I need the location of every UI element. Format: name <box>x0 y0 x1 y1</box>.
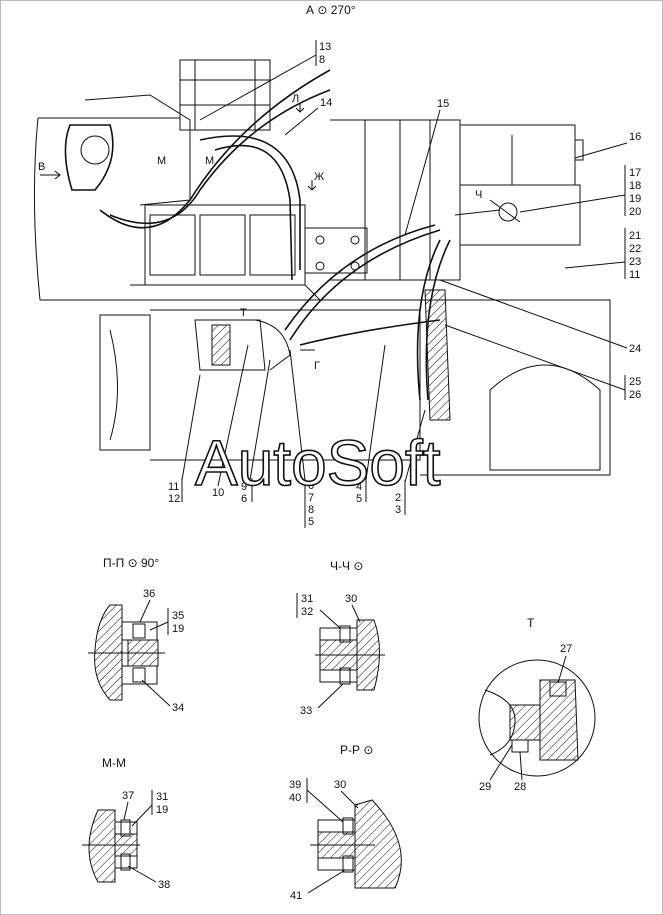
section-chch-label-33: 33 <box>300 705 312 717</box>
section-t-label-27: 27 <box>560 643 572 655</box>
radiator-block <box>330 119 461 281</box>
section-rr <box>310 799 402 889</box>
section-pp-label-19: 19 <box>172 623 184 635</box>
callout-8-stack: 8 <box>308 504 314 516</box>
section-t-label-28: 28 <box>514 781 526 793</box>
callout-26: 26 <box>629 389 641 401</box>
pump-assembly <box>64 124 114 191</box>
callout-2: 2 <box>395 492 401 504</box>
callout-6-stack: 6 <box>308 480 314 492</box>
view-letter-g: Г <box>314 360 320 372</box>
watermark: AutoSoft <box>195 427 441 499</box>
hose-24 <box>289 229 441 341</box>
hose-13 <box>99 69 331 229</box>
section-chch-label-31: 31 <box>301 593 313 605</box>
callout-17: 17 <box>629 167 641 179</box>
section-pp-label-34: 34 <box>172 702 184 714</box>
view-letter-zh: Ж <box>314 171 324 183</box>
tower <box>179 59 271 131</box>
callout-8: 8 <box>319 54 325 66</box>
callout-7-stack: 7 <box>308 492 314 504</box>
callout-13: 13 <box>319 41 331 53</box>
callout-18: 18 <box>629 180 641 192</box>
callout-22: 22 <box>629 243 641 255</box>
callout-14: 14 <box>320 97 332 109</box>
callout-20: 20 <box>629 206 641 218</box>
section-rr-label-30: 30 <box>334 779 346 791</box>
callout-19: 19 <box>629 193 641 205</box>
view-title: А ⊙ 270° <box>306 3 356 17</box>
engine-block <box>144 204 306 286</box>
section-pp-label-35: 35 <box>172 610 184 622</box>
section-mm <box>82 809 140 883</box>
view-letter-t: Т <box>240 307 247 319</box>
callout-21: 21 <box>629 230 641 242</box>
wheel-left <box>99 314 151 451</box>
callout-23: 23 <box>629 256 641 268</box>
main-view <box>33 59 611 476</box>
callout-12-bottom: 12 <box>168 493 180 505</box>
view-letter-m1: М <box>157 155 166 167</box>
callout-10: 10 <box>212 487 224 499</box>
valve-block <box>304 227 368 274</box>
section-rr-label-40: 40 <box>289 792 301 804</box>
callout-5: 5 <box>356 493 362 505</box>
callout-6: 6 <box>241 493 247 505</box>
callout-24: 24 <box>629 343 641 355</box>
axle-housing <box>489 364 601 471</box>
section-pp <box>88 604 165 701</box>
tank-16 <box>459 124 581 246</box>
section-mm-label-19: 19 <box>156 804 168 816</box>
section-mm-title: М-М <box>102 756 126 770</box>
section-t <box>478 659 596 777</box>
view-letter-m2: М <box>205 155 214 167</box>
callout-25: 25 <box>629 376 641 388</box>
callout-11-bottom: 11 <box>168 481 179 493</box>
view-letter-v: В <box>38 161 45 173</box>
view-letter-ch: Ч <box>475 189 482 201</box>
section-t-label-29: 29 <box>479 781 491 793</box>
section-chch-label-32: 32 <box>301 606 313 618</box>
callout-5-stack: 5 <box>308 516 314 528</box>
view-letter-l: Л <box>292 93 299 105</box>
bracket-hatched <box>424 289 451 421</box>
section-rr-label-39: 39 <box>289 779 301 791</box>
callout-9: 9 <box>241 481 247 493</box>
section-chch-label-30: 30 <box>345 593 357 605</box>
section-pp-title: П-П ⊙ 90° <box>103 556 159 570</box>
section-chch <box>315 619 385 691</box>
callout-4: 4 <box>356 481 362 493</box>
section-mm-label-38: 38 <box>158 879 170 891</box>
swivel-joint-t <box>194 319 266 371</box>
callout-16: 16 <box>629 131 641 143</box>
section-pp-label-36: 36 <box>143 588 155 600</box>
section-mm-label-31: 31 <box>156 791 168 803</box>
callout-15: 15 <box>437 98 449 110</box>
callout-11-right: 11 <box>629 269 640 281</box>
section-rr-title: Р-Р ⊙ <box>340 743 373 757</box>
section-mm-label-37: 37 <box>122 790 134 802</box>
section-rr-label-41: 41 <box>290 890 302 902</box>
section-t-title: Т <box>527 616 535 630</box>
section-chch-title: Ч-Ч ⊙ <box>330 559 363 573</box>
hose-14 <box>199 135 301 270</box>
callout-3: 3 <box>395 504 401 516</box>
